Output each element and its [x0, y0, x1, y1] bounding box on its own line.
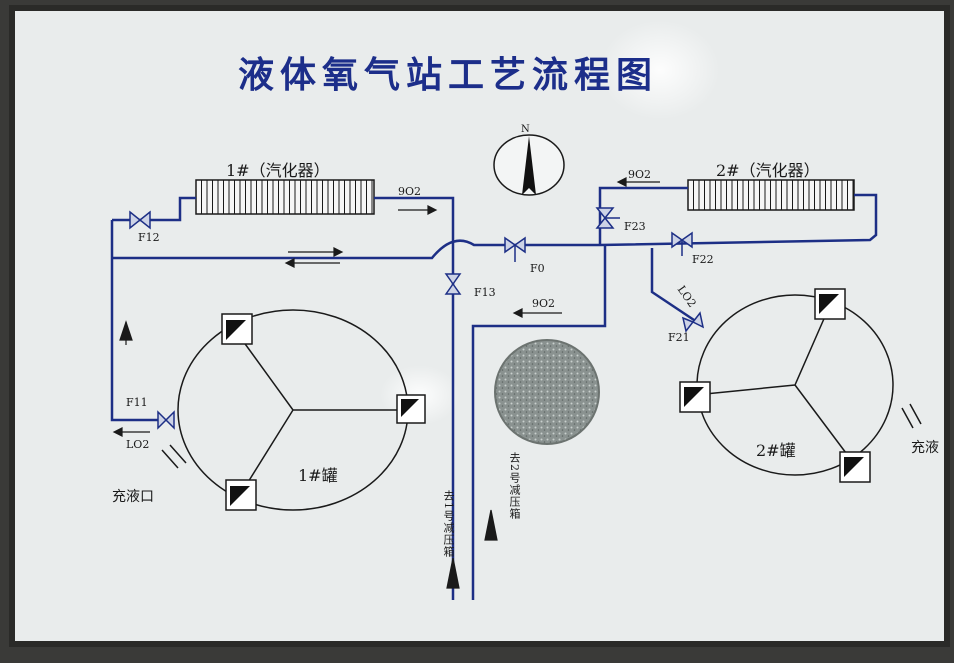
compass-north-label: N	[521, 124, 530, 135]
valve-f22-label: F22	[692, 253, 714, 266]
tank-fittings	[226, 294, 864, 506]
valve-f13-icon	[444, 273, 462, 295]
valve-f23-label: F23	[624, 220, 646, 233]
flow-label-o2: 9O2	[398, 185, 422, 198]
fill-port-right-label: 充液	[911, 440, 939, 456]
vaporizer-2-label: 2#（汽化器）	[716, 161, 820, 180]
flow-label-o2: 9O2	[532, 297, 556, 310]
vaporizer-2	[687, 179, 855, 211]
valve-f0-label: F0	[530, 262, 545, 275]
valve-f13-label: F13	[474, 286, 496, 299]
valve-f12-label: F12	[138, 231, 160, 244]
flow-label-o2: 9O2	[628, 168, 652, 181]
flow-label-lo2: LO2	[126, 438, 150, 451]
valve-f11-label: F11	[126, 396, 148, 409]
valve-f22-icon	[671, 231, 693, 256]
process-piping	[110, 186, 878, 600]
vaporizer-1	[195, 179, 375, 215]
valve-f11-icon	[157, 410, 175, 430]
page-title: 液体氧气站工艺流程图	[238, 55, 659, 96]
fill-ports	[161, 403, 922, 469]
tank-1-label: 1#罐	[298, 466, 338, 485]
valve-f23-icon	[595, 207, 620, 229]
valve-f12-icon	[129, 210, 151, 230]
compass-icon	[493, 134, 565, 196]
outlet-2-label: 去2号减压箱	[508, 452, 521, 520]
glare-spot	[600, 20, 720, 120]
fill-port-left-label: 充液口	[112, 489, 154, 505]
flow-arrows	[112, 177, 660, 589]
tank-2-label: 2#罐	[756, 441, 796, 460]
vaporizer-1-label: 1#（汽化器）	[226, 161, 330, 180]
valve-f21-icon	[681, 311, 705, 333]
board-frame	[9, 5, 950, 647]
pressure-vessel	[494, 339, 600, 445]
valve-f21-label: F21	[668, 331, 690, 344]
valve-f0-icon	[504, 236, 526, 262]
valves	[129, 207, 705, 430]
outlet-1-label: 去1号减压箱	[442, 490, 455, 558]
